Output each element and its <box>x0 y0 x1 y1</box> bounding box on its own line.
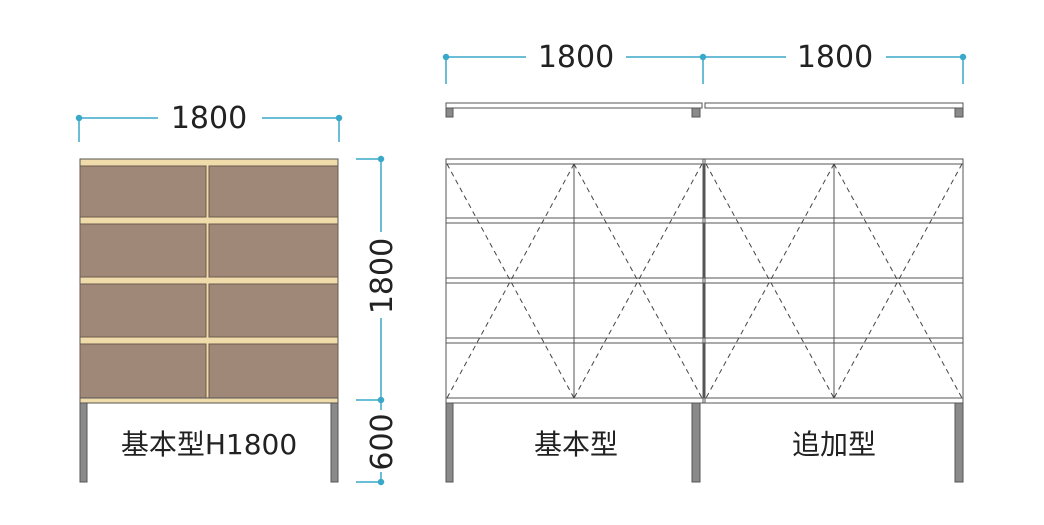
right-unit: 1800 1800 <box>442 40 967 483</box>
left-unit-label: 基本型H1800 <box>121 428 297 461</box>
panel <box>208 223 339 278</box>
panel <box>79 223 207 278</box>
left-height-dimension <box>356 155 385 486</box>
panel <box>79 165 207 218</box>
right-width-label-1: 1800 <box>538 40 614 75</box>
leg <box>691 402 701 483</box>
right-frame <box>445 158 964 483</box>
leg <box>79 402 88 483</box>
leg <box>445 402 454 483</box>
panel <box>208 165 339 218</box>
leg <box>330 402 339 483</box>
right-width-dimension <box>442 53 967 84</box>
left-width-label: 1800 <box>171 101 247 136</box>
base-unit-label: 基本型 <box>534 428 618 461</box>
added-unit-label: 追加型 <box>792 428 876 461</box>
left-width-dimension <box>75 114 343 142</box>
panel <box>79 343 207 402</box>
panel <box>208 343 339 402</box>
left-height-label: 1800 <box>365 238 400 314</box>
leg <box>954 402 964 483</box>
top-view <box>445 102 964 118</box>
left-panels <box>79 165 339 402</box>
left-leg-height-label: 600 <box>365 413 400 470</box>
right-width-label-2: 1800 <box>797 40 873 75</box>
left-unit: 1800 基本型H1800 <box>75 101 400 486</box>
panel <box>208 283 339 338</box>
left-cabinet <box>79 158 339 483</box>
panel <box>79 283 207 338</box>
